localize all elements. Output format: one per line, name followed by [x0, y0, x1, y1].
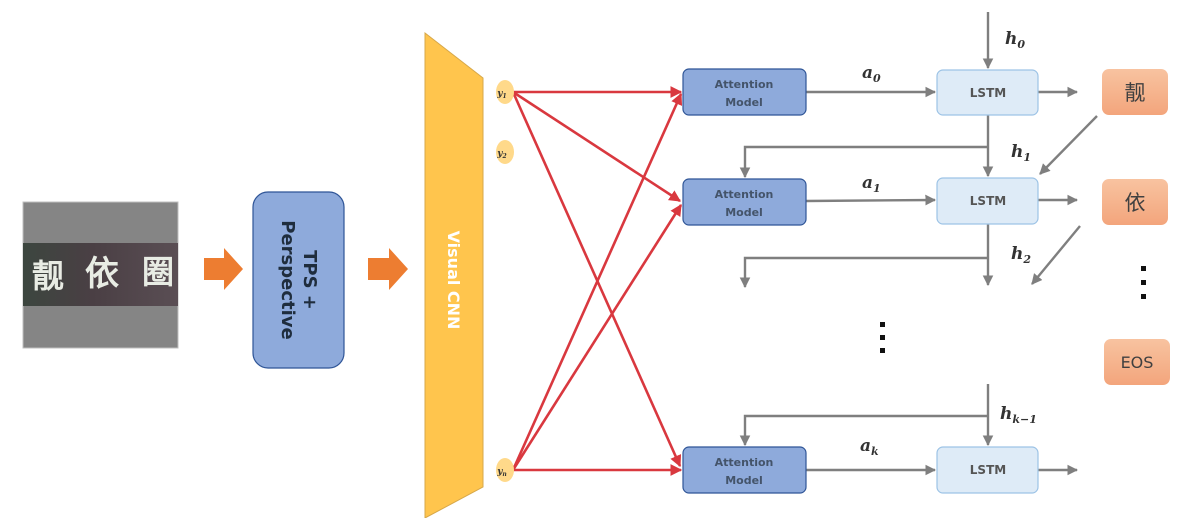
lstm-cell-1: LSTM: [936, 177, 1039, 225]
output-token-0: 靓: [1102, 69, 1168, 115]
svg-text:Model: Model: [725, 474, 763, 487]
attention-model-k: Attention Model: [682, 446, 807, 494]
feature-node-y1: y1: [496, 80, 514, 104]
svg-text:EOS: EOS: [1121, 353, 1154, 372]
svg-text:LSTM: LSTM: [970, 86, 1006, 100]
svg-text:Attention: Attention: [715, 456, 774, 469]
svg-text:Model: Model: [725, 206, 763, 219]
svg-text:Model: Model: [725, 96, 763, 109]
output-token-1: 依: [1102, 179, 1168, 225]
edge-yn-att1: [511, 204, 683, 471]
decoder-connections: [739, 12, 1098, 476]
label-h1: h1: [1011, 142, 1031, 164]
edge-h1-to-att1: [739, 145, 988, 179]
orange-arrow-2: [368, 248, 408, 290]
visual-cnn-block: Visual CNN: [424, 31, 484, 518]
input-char-1: 靓: [32, 257, 64, 295]
input-image: 靓 依 圈: [22, 201, 179, 349]
svg-text:yn: yn: [496, 467, 507, 478]
label-hk-1: hk−1: [1000, 404, 1037, 426]
edge-yn-att0: [511, 92, 683, 471]
attention-model-0: Attention Model: [682, 68, 807, 116]
input-char-2: 依: [85, 254, 119, 294]
vertical-ellipsis-middle: [880, 322, 885, 353]
svg-text:Attention: Attention: [715, 78, 774, 91]
svg-text:y2: y2: [496, 149, 506, 160]
edge-hk-to-attk: [739, 414, 988, 447]
tps-label-line1: TPS +: [299, 250, 320, 310]
lstm-cell-k: LSTM: [936, 446, 1039, 494]
svg-text:靓: 靓: [1125, 81, 1146, 105]
svg-text:y1: y1: [496, 89, 506, 100]
label-h0: h0: [1005, 29, 1025, 51]
label-h2: h2: [1011, 244, 1031, 266]
tps-label-line2: Perspective: [277, 220, 298, 339]
feature-node-y2: y2: [496, 140, 514, 164]
edge-y1-attk: [511, 91, 682, 468]
label-ak: ak: [860, 436, 879, 458]
svg-text:Attention: Attention: [715, 188, 774, 201]
svg-text:依: 依: [1125, 191, 1146, 215]
svg-text:LSTM: LSTM: [970, 194, 1006, 208]
svg-text:LSTM: LSTM: [970, 463, 1006, 477]
feature-node-yn: yn: [496, 458, 514, 482]
edge-h2-to-att: [739, 256, 988, 289]
lstm-cell-0: LSTM: [936, 69, 1039, 116]
attention-connections: [511, 86, 683, 476]
output-token-eos: EOS: [1104, 339, 1170, 385]
text-band: [23, 243, 178, 306]
tps-perspective-box: TPS + Perspective: [252, 191, 345, 369]
edge-y1-att1: [512, 90, 681, 203]
input-char-3: 圈: [142, 253, 174, 291]
edge-att1-lstm1: [805, 194, 937, 206]
attention-model-1: Attention Model: [682, 178, 807, 226]
edge-feedback-2: [1031, 225, 1081, 285]
vertical-ellipsis-outputs: [1141, 266, 1146, 299]
cnn-label: Visual CNN: [444, 231, 463, 330]
edge-feedback-1: [1039, 115, 1098, 175]
label-a0: a0: [862, 63, 881, 85]
orange-arrow-1: [204, 248, 243, 290]
label-a1: a1: [862, 173, 881, 195]
